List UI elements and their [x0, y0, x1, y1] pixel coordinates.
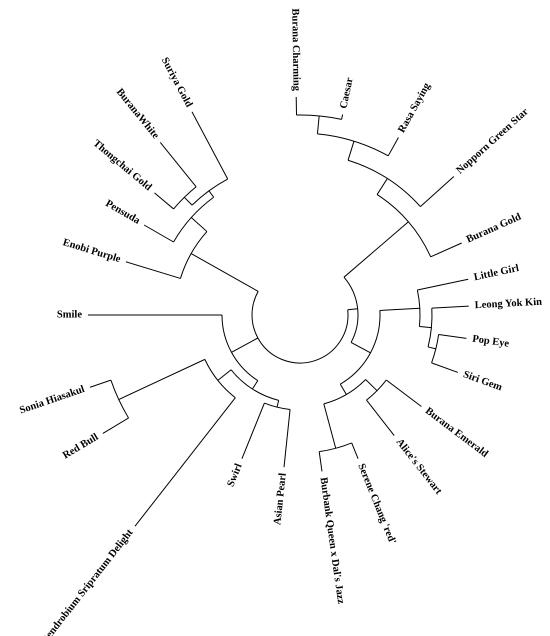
- branch-segment-37: [276, 400, 280, 408]
- dendrogram-branches: [88, 97, 469, 527]
- branch-segment-17: [89, 379, 112, 388]
- branch-segment-25: [347, 141, 355, 161]
- branch-segment-7: [438, 333, 467, 339]
- branch-segment-13: [283, 409, 291, 468]
- branch-arc-45: [376, 194, 432, 258]
- branch-segment-38: [251, 380, 259, 390]
- branch-arc-60: [191, 178, 228, 206]
- leaf-label-17: Sonia Hiasakul: [18, 384, 86, 417]
- branch-arc-56: [264, 402, 291, 410]
- branch-segment-21: [154, 192, 174, 210]
- branch-segment-32: [323, 403, 337, 449]
- leaf-label-16: Red Bull: [61, 432, 100, 462]
- branch-segment-11: [351, 442, 359, 459]
- leaf-label-0: Burana Charming: [289, 8, 301, 91]
- leaf-label-20: Pensuda: [103, 198, 142, 227]
- branch-segment-2: [387, 137, 399, 157]
- branch-segment-27: [343, 221, 409, 278]
- leaf-label-8: Siri Gem: [462, 369, 504, 393]
- leaf-label-6: Leong Yok Kin: [474, 297, 542, 312]
- leaf-label-2: Rasa Saying: [396, 81, 433, 135]
- branch-arc-48: [416, 289, 421, 327]
- branch-segment-24: [316, 115, 320, 134]
- branch-segment-64: [231, 337, 259, 353]
- branch-segment-40: [208, 190, 215, 198]
- branch-segment-5: [417, 278, 469, 291]
- branch-arc-42: [296, 114, 342, 120]
- branch-arc-55: [204, 359, 236, 399]
- branch-segment-4: [430, 242, 462, 258]
- branch-segment-8: [431, 362, 459, 373]
- leaf-label-11: Serene Chang 'red': [355, 462, 397, 546]
- branch-segment-26: [376, 178, 388, 195]
- branch-arc-57: [230, 369, 279, 401]
- leaf-label-21: Thongchai Gold: [91, 138, 154, 193]
- branch-arc-54: [110, 379, 129, 419]
- branch-arc-62: [179, 231, 208, 279]
- leaf-label-15: Dendrobium Sripratum Delight: [39, 527, 135, 636]
- branch-segment-23: [191, 111, 229, 180]
- branch-segment-12: [318, 451, 323, 472]
- branch-segment-19: [125, 261, 181, 279]
- branch-segment-15: [134, 397, 236, 527]
- leaf-label-13: Asian Pearl: [272, 472, 288, 525]
- branch-segment-29: [419, 326, 432, 329]
- branch-arc-66: [257, 309, 349, 364]
- branch-segment-28: [427, 346, 436, 350]
- branch-segment-10: [366, 399, 395, 436]
- leaf-label-14: Swirl: [226, 462, 245, 488]
- branch-segment-39: [183, 196, 193, 206]
- branch-segment-9: [385, 379, 422, 407]
- leaf-label-18: Smile: [57, 309, 82, 320]
- leaf-label-19: Enobi Purple: [61, 237, 122, 265]
- branch-arc-59: [173, 186, 197, 210]
- branch-segment-6: [431, 305, 469, 309]
- branch-segment-34: [350, 342, 371, 354]
- branch-segment-22: [159, 142, 197, 188]
- leaf-label-9: Burana Emerald: [423, 406, 490, 460]
- branch-arc-46: [431, 334, 440, 364]
- leaf-label-4: Burana Gold: [465, 212, 523, 246]
- branch-arc-49: [366, 379, 387, 401]
- branch-arc-43: [317, 133, 389, 157]
- leaf-label-1: Caesar: [338, 76, 355, 109]
- branch-segment-30: [379, 307, 420, 311]
- branch-segment-1: [341, 114, 344, 120]
- branch-segment-31: [365, 379, 378, 392]
- branch-segment-16: [102, 417, 129, 434]
- branch-segment-36: [217, 369, 232, 381]
- branch-arc-47: [427, 308, 433, 348]
- branch-segment-35: [118, 358, 206, 400]
- branch-arc-51: [323, 379, 366, 405]
- branch-arc-44: [347, 159, 421, 207]
- branch-arc-50: [319, 442, 352, 453]
- leaf-label-3: Nopporn Green Star: [455, 106, 531, 176]
- leaf-label-22: BuranaWhite: [114, 87, 161, 142]
- leaf-label-12: Burbank Queen x Dal's Jazz: [317, 477, 346, 605]
- leaf-label-7: Pop Eye: [472, 334, 511, 350]
- leaf-label-23: Suriya Gold: [159, 56, 194, 109]
- branch-segment-65: [190, 253, 259, 292]
- branch-segment-63: [347, 308, 358, 311]
- branch-arc-61: [173, 196, 214, 243]
- branch-segment-14: [241, 402, 265, 459]
- branch-segment-3: [420, 176, 455, 207]
- leaf-label-10: Alice's Stewart: [394, 437, 444, 497]
- branch-arc-67: [251, 291, 259, 339]
- branch-segment-20: [143, 224, 174, 243]
- branch-segment-41: [190, 217, 208, 232]
- branch-segment-33: [339, 383, 347, 395]
- leaf-label-5: Little Girl: [473, 263, 520, 283]
- branch-arc-52: [340, 310, 381, 385]
